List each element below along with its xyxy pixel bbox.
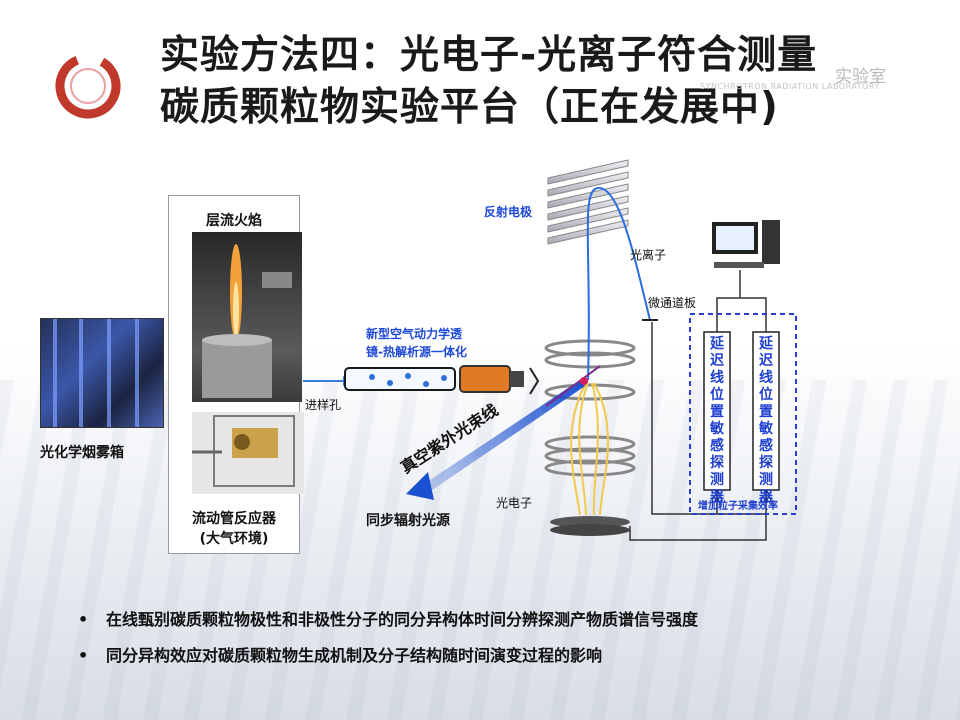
photoion-label: 光离子 [630, 248, 667, 262]
lab-name-cn: 实验室 [835, 67, 886, 87]
ion-optics-rings [544, 339, 636, 477]
electron-trajectories [570, 382, 609, 516]
background-texture [0, 380, 960, 720]
ion-trajectory [586, 186, 651, 381]
delay-line-detector-1 [703, 331, 731, 491]
flow-tube-label: 流动管反应器 [192, 511, 276, 527]
laminar-flame-label: 层流火焰 [206, 213, 262, 229]
lab-name-en: SYNCHROTRON RADIATION LABORATORY [700, 82, 880, 91]
flow-tube-reactor-photo [192, 412, 304, 494]
inlet-label: 进样孔 [305, 398, 342, 412]
atmosphere-label: (大气环境) [199, 531, 269, 547]
list-item: •同分异构效应对碳质颗粒物生成机制及分子结构随时间演变过程的影响 [78, 646, 603, 665]
interaction-point [580, 377, 588, 385]
page-title: 实验方法四：光电子-光离子符合测量 碳质颗粒物实验平台（正在发展中) [160, 30, 817, 134]
smog-chamber-caption: 光化学烟雾箱 [40, 445, 124, 461]
title-line-2: 碳质颗粒物实验平台（正在发展中) [160, 85, 779, 130]
mcp-label: 微通道板 [648, 296, 697, 310]
lens-label-2: 镜-热解析源一体化 [366, 345, 467, 359]
efficiency-label: 增加粒子采集效率 [698, 501, 778, 512]
delay-line-detector-2 [752, 331, 780, 491]
lens-label-1: 新型空气动力学透 [366, 327, 463, 341]
detector-2-label: 延迟线位置敏感探测器 [759, 336, 773, 505]
synchrotron-source-label: 同步辐射光源 [366, 513, 450, 529]
lab-logo-icon [55, 53, 121, 119]
computer-icon [712, 220, 780, 268]
list-item: •在线甄别碳质颗粒物极性和非极性分子的同分异构体时间分辨探测产物质谱信号强度 [78, 610, 699, 629]
smog-chamber-photo [40, 318, 164, 428]
bullet-list: •在线甄别碳质颗粒物极性和非极性分子的同分异构体时间分辨探测产物质谱信号强度 •… [78, 602, 698, 674]
reflector-label: 反射电极 [484, 205, 533, 219]
photoelectron-label: 光电子 [496, 496, 533, 510]
electron-detector-plates [550, 516, 630, 536]
title-line-1: 实验方法四：光电子-光离子符合测量 [160, 33, 818, 78]
detector-1-label: 延迟线位置敏感探测器 [710, 336, 724, 505]
vuv-beam-arrow [418, 380, 585, 495]
laminar-flame-photo [192, 232, 302, 402]
aerodynamic-lens [344, 365, 524, 393]
